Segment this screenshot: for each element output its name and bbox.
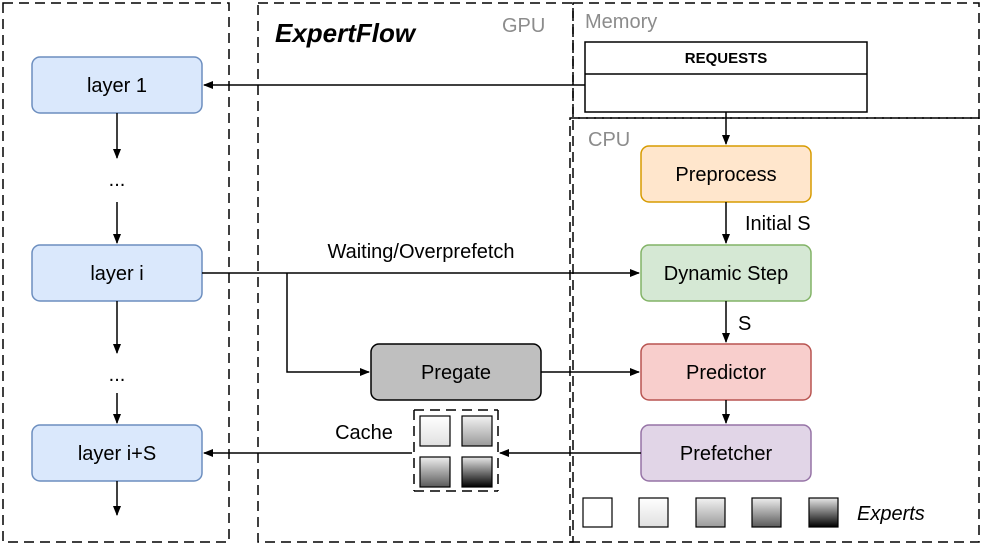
experts-legend: Experts [582, 497, 925, 528]
cache-label: Cache [335, 422, 393, 444]
prefetcher-node: Prefetcher [640, 424, 812, 482]
legend-expert-2 [695, 497, 726, 528]
memory-label: Memory [585, 11, 657, 33]
cache-expert-3 [419, 456, 451, 488]
layer-i-label: layer i [90, 263, 143, 285]
predictor-label: Predictor [686, 362, 766, 384]
cache-expert-2 [461, 415, 493, 447]
experts-label: Experts [857, 503, 925, 525]
layer-1-node: layer 1 [31, 56, 203, 114]
waiting-label: Waiting/Overprefetch [327, 241, 514, 263]
cache-expert-1 [419, 415, 451, 447]
pregate-node: Pregate [370, 343, 542, 401]
prefetcher-label: Prefetcher [680, 443, 773, 465]
diagram-title: ExpertFlow [275, 18, 417, 48]
layer-ellipsis-1: ... [109, 169, 126, 191]
dynamic-step-label: Dynamic Step [664, 263, 789, 285]
requests-box: REQUESTS [584, 41, 868, 113]
s-label: S [738, 313, 751, 335]
requests-header: REQUESTS [685, 50, 768, 67]
expert-cache [413, 409, 499, 492]
preprocess-node: Preprocess [640, 145, 812, 203]
predictor-node: Predictor [640, 343, 812, 401]
legend-expert-1 [638, 497, 669, 528]
initial-s-label: Initial S [745, 213, 811, 235]
dynamic-step-node: Dynamic Step [640, 244, 812, 302]
layer-i-s-label: layer i+S [78, 443, 156, 465]
arrow-layeri-pregate [286, 273, 370, 376]
layer-ellipsis-2: ... [109, 364, 126, 386]
layers-region [2, 2, 230, 543]
cpu-label: CPU [588, 129, 630, 151]
preprocess-label: Preprocess [675, 164, 776, 186]
layer-i-s-node: layer i+S [31, 424, 203, 482]
memory-region [572, 2, 980, 119]
layer-i-node: layer i [31, 244, 203, 302]
layer-1-label: layer 1 [87, 75, 147, 97]
legend-expert-3 [751, 497, 782, 528]
legend-expert-4 [808, 497, 839, 528]
legend-expert-0 [582, 497, 613, 528]
cache-expert-4 [461, 456, 493, 488]
gpu-label: GPU [502, 15, 545, 37]
pregate-label: Pregate [421, 362, 491, 384]
